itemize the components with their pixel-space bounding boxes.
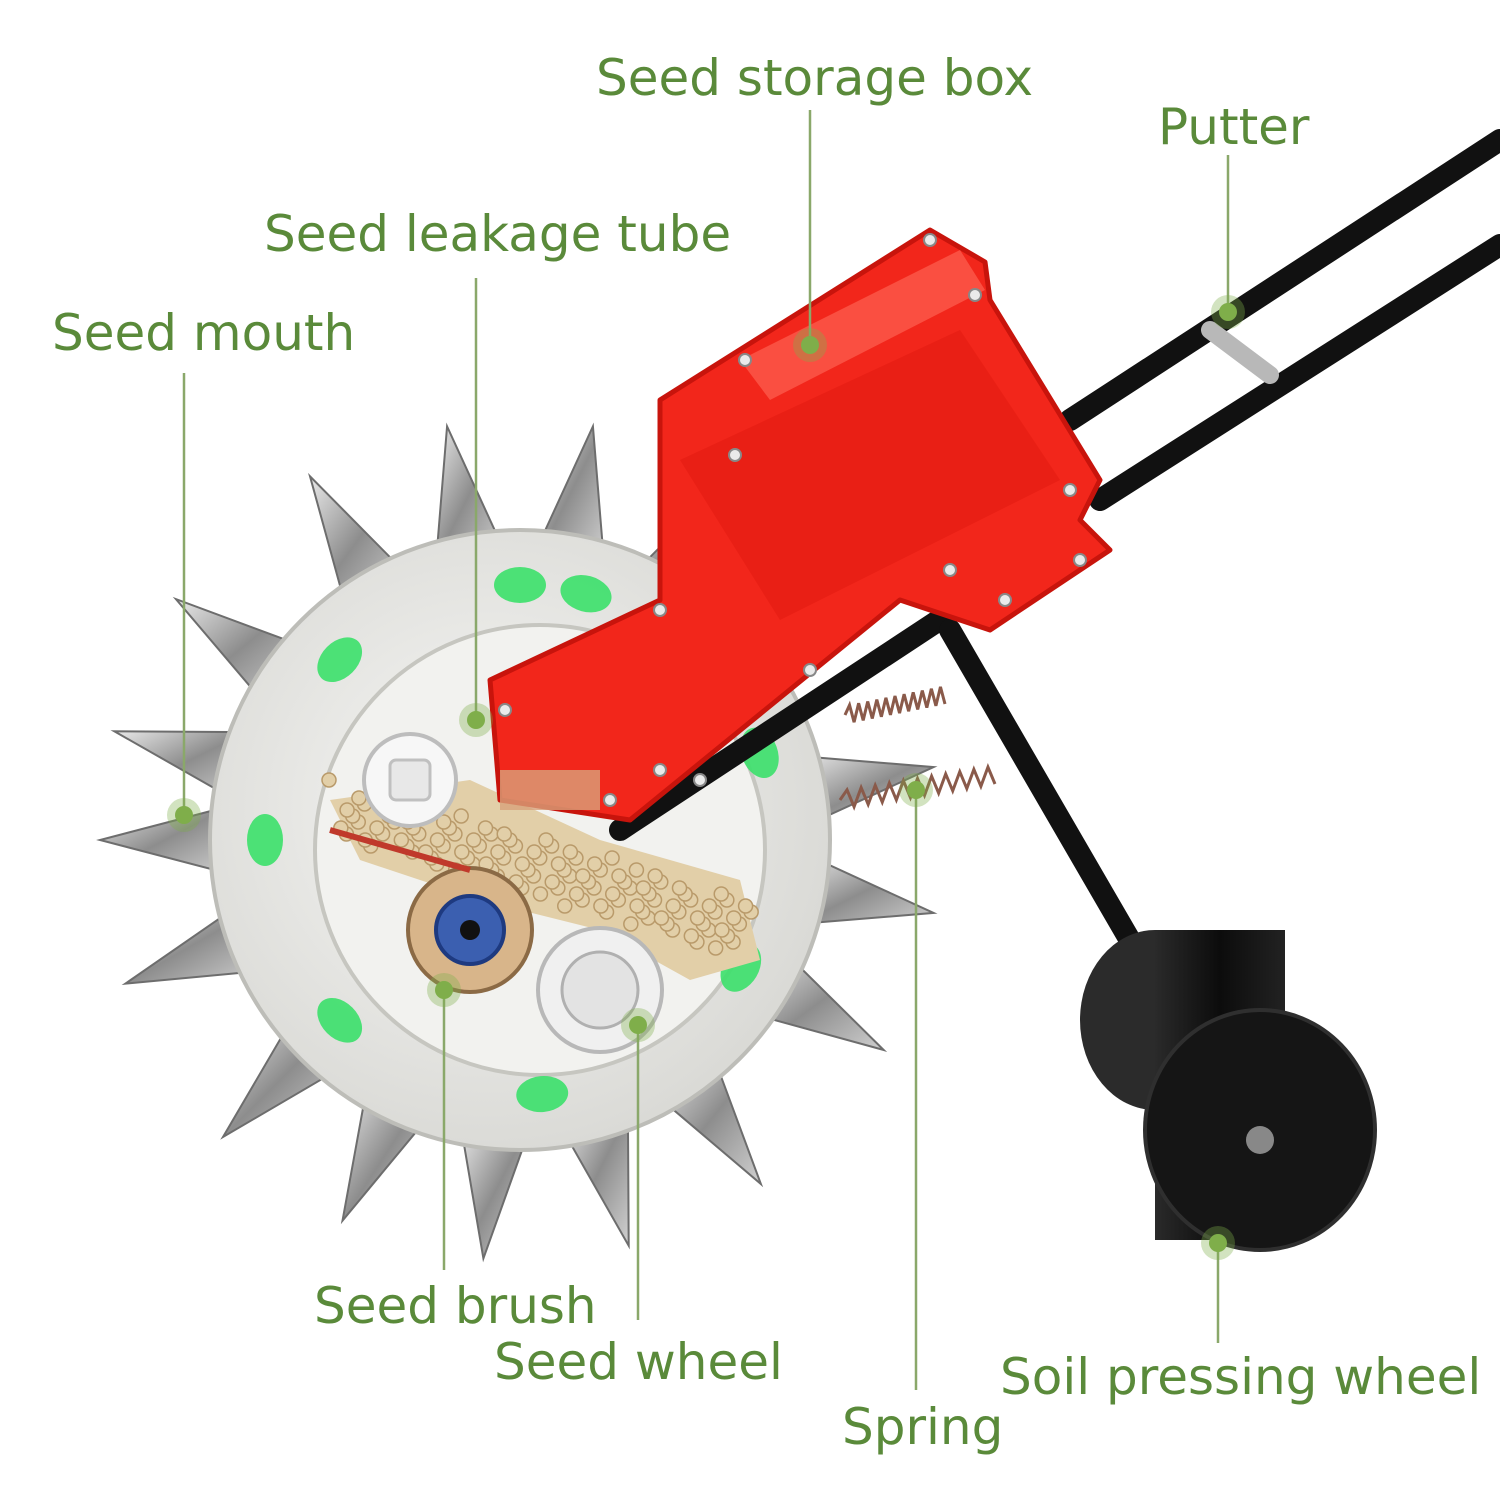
seed-76 <box>586 856 603 872</box>
label-soil-pressing-wheel: Soil pressing wheel <box>1000 1348 1482 1406</box>
seed-102 <box>671 880 688 896</box>
seed-61 <box>532 886 549 902</box>
seed-74 <box>575 868 591 884</box>
label-seed-leakage-tube: Seed leakage tube <box>264 205 732 263</box>
seed-77 <box>604 850 620 866</box>
leader-dot-seed-brush <box>435 981 453 999</box>
label-seed-storage-box: Seed storage box <box>596 49 1034 107</box>
seed-40 <box>465 832 482 848</box>
spring-coil-0 <box>843 686 947 723</box>
handle-bar-lower <box>1089 234 1500 511</box>
seed-99 <box>665 898 681 914</box>
seed-38 <box>454 844 470 860</box>
seed-0 <box>321 772 337 788</box>
seed-cup-4 <box>317 997 363 1043</box>
screw-5 <box>943 563 957 577</box>
seed-30 <box>429 832 446 848</box>
soil-pressing-wheel <box>1080 930 1377 1252</box>
seed-66 <box>550 856 567 872</box>
seed-48 <box>490 844 506 860</box>
screw-9 <box>603 793 617 807</box>
leader-dot-seed-wheel <box>629 1016 647 1034</box>
seed-68 <box>562 844 579 860</box>
putter-bracket <box>1201 321 1279 384</box>
seed-119 <box>737 898 754 914</box>
label-spring: Spring <box>842 1398 1004 1456</box>
seed-42 <box>477 820 494 836</box>
screw-12 <box>728 448 742 462</box>
seed-117 <box>726 910 742 926</box>
seed-79 <box>593 898 609 914</box>
leader-dot-spring <box>907 781 925 799</box>
seed-104 <box>683 928 700 944</box>
screw-1 <box>923 233 937 247</box>
screw-3 <box>1063 483 1077 497</box>
screw-11 <box>653 763 667 777</box>
seed-cup-0 <box>560 575 612 613</box>
screw-4 <box>1073 553 1087 567</box>
leader-dot-seed-leakage-tube <box>467 711 485 729</box>
seed-56 <box>514 856 531 872</box>
seed-60 <box>538 832 554 848</box>
seed-92 <box>635 880 652 896</box>
label-seed-mouth: Seed mouth <box>52 304 356 362</box>
seed-33 <box>436 814 452 830</box>
seed-115 <box>714 922 730 938</box>
screw-0 <box>738 353 752 367</box>
handle-bar-upper <box>1059 129 1500 431</box>
seed-cup-3 <box>516 1075 569 1113</box>
seed-107 <box>689 910 706 926</box>
seed-111 <box>713 886 729 902</box>
seed-5 <box>339 802 355 818</box>
screw-7 <box>653 603 667 617</box>
leader-dot-seed-mouth <box>175 806 193 824</box>
seed-86 <box>623 916 639 932</box>
seed-69 <box>557 898 573 914</box>
seed-94 <box>647 868 663 884</box>
screw-2 <box>968 288 982 302</box>
label-seed-wheel: Seed wheel <box>494 1333 783 1391</box>
hopper-screws <box>498 233 1087 807</box>
seed-cup-7 <box>494 567 546 603</box>
screw-13 <box>998 593 1012 607</box>
seed-97 <box>653 910 670 926</box>
main-frame-bar <box>609 569 1011 841</box>
screw-6 <box>803 663 817 677</box>
leader-dot-seed-storage-box <box>801 336 819 354</box>
seed-34 <box>453 808 469 824</box>
seed-20 <box>393 832 410 848</box>
seed-112 <box>707 940 724 956</box>
seed-cup-6 <box>317 637 363 683</box>
spring-coil-1 <box>838 763 997 811</box>
seed-71 <box>568 886 585 902</box>
seed-58 <box>526 844 542 860</box>
seed-63 <box>544 874 560 890</box>
seed-12 <box>369 820 385 836</box>
springs <box>838 686 997 811</box>
seed-81 <box>605 886 621 902</box>
label-seed-brush: Seed brush <box>314 1277 597 1335</box>
screw-8 <box>498 703 512 717</box>
seed-cup-5 <box>247 814 283 866</box>
leader-dot-putter <box>1219 303 1237 321</box>
screw-10 <box>693 773 707 787</box>
leader-dot-soil-pressing-wheel <box>1209 1234 1227 1252</box>
seed-85 <box>628 862 645 878</box>
seed-84 <box>611 868 627 884</box>
seed-51 <box>496 826 512 842</box>
seed-109 <box>701 898 718 914</box>
seed-89 <box>629 898 645 914</box>
label-putter: Putter <box>1158 98 1310 156</box>
